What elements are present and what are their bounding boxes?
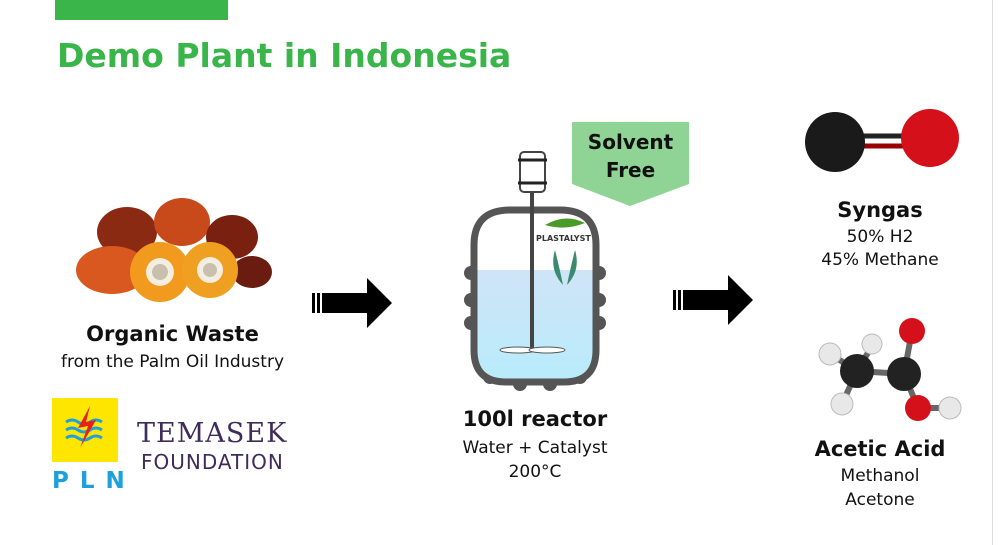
output-heading-acetic-acid: Acetic Acid <box>814 437 946 461</box>
badge-line1: Solvent <box>587 130 674 154</box>
arrow-right-icon <box>673 275 753 325</box>
output-line1: Methanol <box>840 466 920 486</box>
output-heading-syngas: Syngas <box>837 198 923 222</box>
badge-line2: Free <box>605 158 656 182</box>
reactor-line2: 200°C <box>508 462 562 482</box>
co-molecule-image <box>805 109 959 172</box>
output-line1: 50% H2 <box>846 227 914 247</box>
pln-text: PLN <box>52 468 136 494</box>
output-line2: Acetone <box>845 490 915 510</box>
page-title: Demo Plant in Indonesia <box>57 36 512 75</box>
palm-fruit-image <box>76 198 272 302</box>
reactor-line1: Water + Catalyst <box>462 438 608 458</box>
accent-bar <box>55 0 228 20</box>
pln-logo <box>52 398 118 462</box>
input-heading: Organic Waste <box>86 322 259 346</box>
reactor-illustration <box>464 151 606 391</box>
plastalyst-logo: PLASTALYST <box>536 234 591 243</box>
input-subtitle: from the Palm Oil Industry <box>60 352 285 372</box>
output-line2: 45% Methane <box>821 250 939 270</box>
arrow-right-icon <box>312 278 392 328</box>
foundation-text: FOUNDATION <box>141 450 284 474</box>
slide-border <box>992 0 993 545</box>
solvent-free-badge-shape <box>572 122 689 206</box>
reactor-heading: 100l reactor <box>462 407 608 431</box>
acetic-acid-molecule-image <box>818 318 962 421</box>
temasek-text: TEMASEK <box>137 418 288 449</box>
